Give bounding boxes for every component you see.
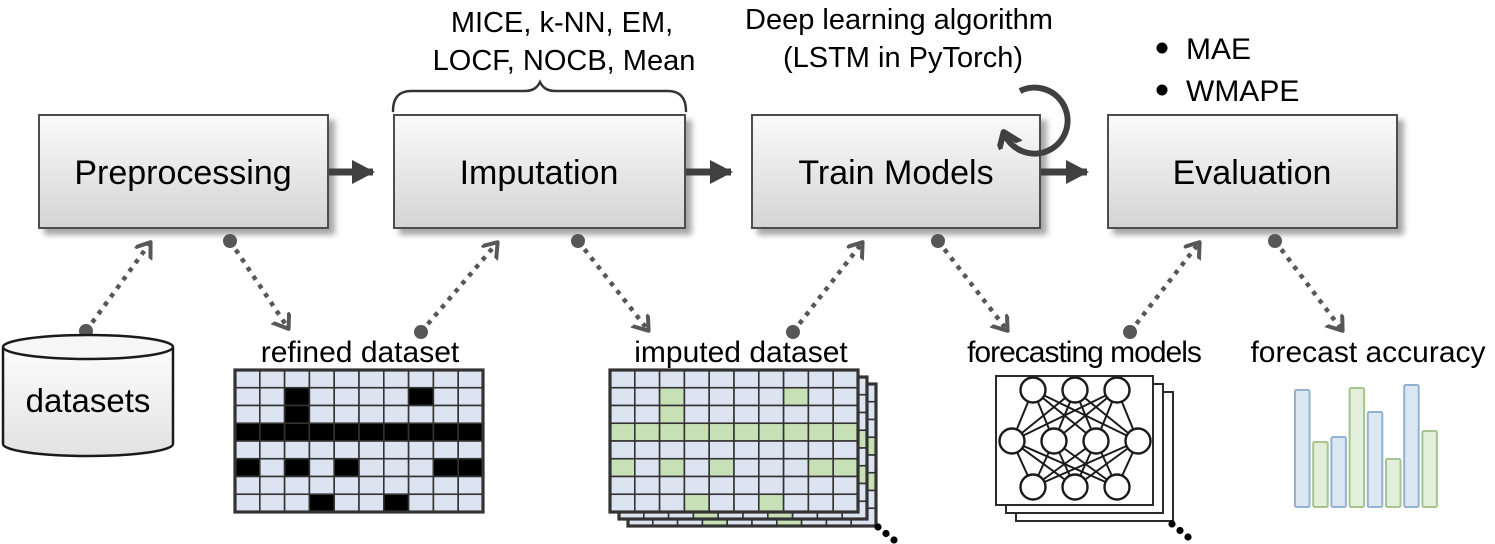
flow-evaluation-to-forecast-accuracy [1268, 234, 1342, 330]
metric-item: MAE [1186, 33, 1251, 66]
training-loop-icon [1004, 84, 1071, 157]
flow-datasets-to-preprocessing [79, 243, 150, 338]
flow-imputed-dataset-to-train-models [786, 243, 862, 339]
imputation-methods-line1: MICE, k-NN, EM, [451, 7, 673, 39]
datasets-label: datasets [26, 382, 151, 419]
curly-brace-icon [391, 79, 688, 113]
imputed-dataset-label: imputed dataset [634, 336, 848, 369]
flow-train-models-to-forecasting-models [931, 234, 1007, 330]
imputed-dataset-stack-icon [608, 368, 898, 544]
accuracy-bar [1421, 430, 1438, 508]
stage-box-imputation: Imputation [393, 114, 686, 229]
accuracy-bar [1366, 411, 1384, 508]
accuracy-bar [1312, 441, 1329, 508]
datasets-cylinder-icon: datasets [1, 333, 175, 458]
refined-dataset-label: refined dataset [261, 336, 460, 369]
forecast-accuracy-label: forecast accuracy [1250, 336, 1485, 369]
evaluation-metrics-list: MAE WMAPE [1156, 33, 1299, 108]
accuracy-bar [1403, 384, 1420, 508]
accuracy-bar [1348, 387, 1366, 508]
train-algorithm-line2: (LSTM in PyTorch) [783, 42, 1023, 74]
neural-network-stack-icon [995, 375, 1192, 541]
accuracy-bar [1330, 436, 1347, 508]
train-algorithm-line1: Deep learning algorithm [745, 4, 1053, 36]
bullet-icon [1156, 84, 1168, 96]
stage-label: Preprocessing [74, 154, 291, 192]
stage-box-train-models: Train Models [751, 114, 1041, 229]
bullet-icon [1156, 42, 1168, 54]
accuracy-bar-chart-icon [1294, 384, 1438, 508]
flow-imputation-to-imputed-dataset [571, 234, 648, 330]
flow-refined-dataset-to-imputation [414, 243, 497, 339]
metric-item: WMAPE [1186, 75, 1299, 108]
flow-preprocessing-to-refined-dataset [223, 234, 288, 328]
refined-dataset-grid-icon [233, 368, 485, 514]
stage-box-preprocessing: Preprocessing [38, 114, 329, 229]
dotted-flow-arrows [79, 234, 1342, 339]
stage-label: Evaluation [1173, 154, 1332, 192]
stage-label: Train Models [798, 154, 993, 192]
accuracy-bar [1294, 389, 1311, 508]
flow-forecasting-models-to-evaluation [1123, 243, 1199, 339]
imputation-methods-annotation: MICE, k-NN, EM, LOCF, NOCB, Mean [391, 7, 696, 113]
accuracy-bar [1385, 458, 1402, 508]
stage-label: Imputation [460, 154, 619, 192]
forecasting-models-label: forecasting models [967, 336, 1201, 369]
stage-box-evaluation: Evaluation [1107, 114, 1398, 229]
imputation-methods-line2: LOCF, NOCB, Mean [433, 45, 696, 77]
train-algorithm-annotation: Deep learning algorithm (LSTM in PyTorch… [745, 4, 1053, 74]
